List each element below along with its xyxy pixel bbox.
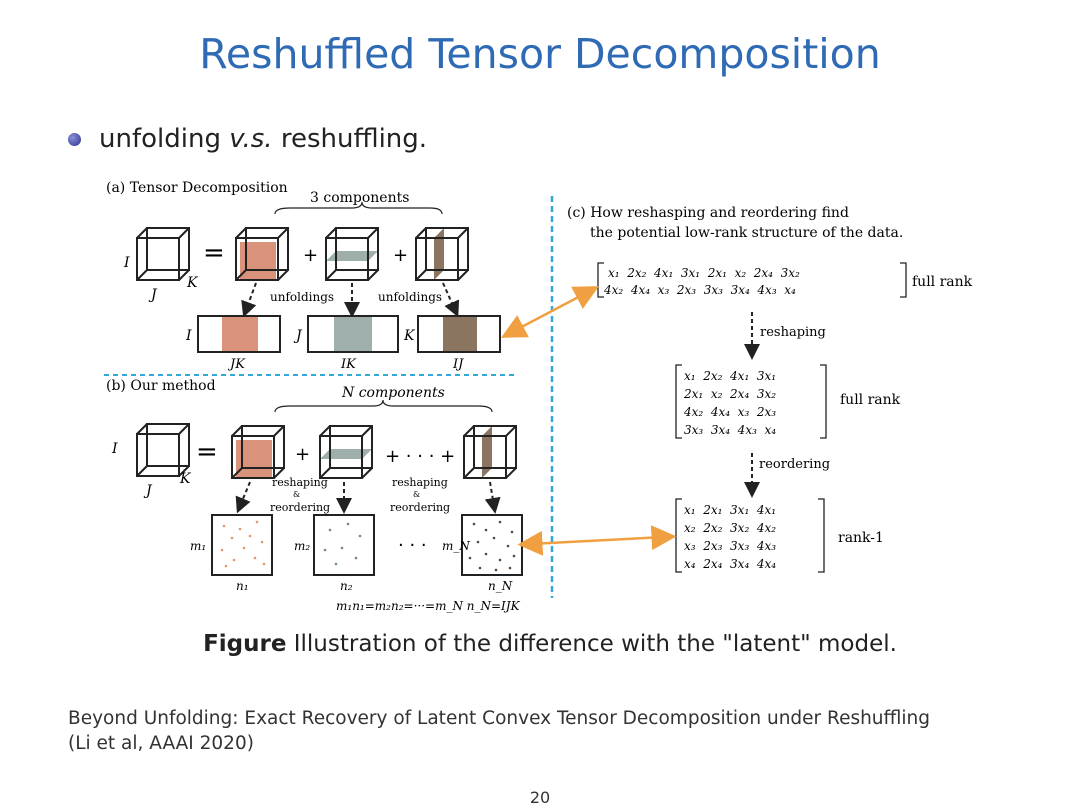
panel-b-components: N components <box>341 385 445 401</box>
bullet-text: unfolding v.s. reshuffling. <box>99 124 427 154</box>
figure-caption: Figure Illustration of the difference wi… <box>0 631 1080 657</box>
reordering-label-2: reordering <box>390 501 450 514</box>
matrix3-row2: x₂ 2x₂ 3x₂ 4x₂ <box>684 521 776 535</box>
matrix3-row3: x₃ 2x₃ 3x₃ 4x₃ <box>684 539 776 553</box>
matrix2-row3: 4x₂ 4x₄ x₃ 2x₃ <box>683 405 776 419</box>
equals-b: = <box>196 437 218 467</box>
reference-line2: (Li et al, AAAI 2020) <box>68 733 254 754</box>
size-equation: m₁n₁=m₂n₂=···=m_N n_N=IJK <box>336 599 521 613</box>
panel-c-label-line1: (c) How reshasping and reordering find <box>567 205 849 221</box>
reshaping-label-2: reshaping <box>392 476 448 489</box>
dots-b: · · · <box>398 535 427 556</box>
row-label-3: m_N <box>442 539 470 553</box>
row-label-2: m₂ <box>294 539 310 553</box>
col-label-2: n₂ <box>340 579 353 593</box>
tensor-cube-a <box>136 227 190 281</box>
slide-title: Reshuffled Tensor Decomposition <box>199 30 881 78</box>
panel-b-brace <box>274 399 493 413</box>
and-label-1: & <box>293 490 300 499</box>
reshaped-matrix-1 <box>211 514 273 576</box>
component-cube-b2 <box>319 425 373 479</box>
reshaping-label-1: reshaping <box>272 476 328 489</box>
unfolding-matrix-1 <box>197 315 281 353</box>
matrix3-row1: x₁ 2x₁ 3x₁ 4x₁ <box>684 503 776 517</box>
full-rank-label-1: full rank <box>912 274 973 290</box>
reshaped-matrix-3 <box>461 514 523 576</box>
unfolding-matrix-2 <box>307 315 399 353</box>
matrix2-row4: 3x₃ 3x₄ 4x₃ x₄ <box>684 423 776 437</box>
mat-side-2: J <box>293 328 303 344</box>
matrix-full-rank-1: x₁ 2x₂ 4x₁ 3x₁ 2x₁ x₂ 2x₄ 3x₂ 4x₂ 4x₄ x₃… <box>597 262 907 298</box>
page-number: 20 <box>529 788 551 807</box>
matrix1-row1: x₁ 2x₂ 4x₁ 3x₁ 2x₁ x₂ 2x₄ 3x₂ <box>608 266 800 280</box>
mat-label-2: IK <box>340 357 357 372</box>
matrix-full-rank-2: x₁ 2x₂ 4x₁ 3x₁ 2x₁ x₂ 2x₄ 3x₂ 4x₂ 4x₄ x₃… <box>675 364 827 439</box>
panel-a-label: (a) Tensor Decomposition <box>106 180 288 196</box>
reference-line1: Beyond Unfolding: Exact Recovery of Late… <box>68 708 931 729</box>
unfoldings-label-2: unfoldings <box>378 290 442 304</box>
mat-label-1: JK <box>227 357 246 372</box>
orange-arrow-top <box>500 286 600 338</box>
matrix2-row1: x₁ 2x₂ 4x₁ 3x₁ <box>684 369 776 383</box>
dim-k-b: K <box>179 471 192 487</box>
reordering-label-1: reordering <box>270 501 330 514</box>
panel-a-brace <box>274 201 443 215</box>
bullet-dot-icon <box>68 132 81 146</box>
unfoldings-label-1: unfoldings <box>270 290 334 304</box>
reordering-label-c: reordering <box>759 457 830 472</box>
dim-j-a: J <box>148 287 158 303</box>
component-cube-b3 <box>463 425 517 479</box>
caption-bold: Figure <box>203 631 287 657</box>
component-cube-a2 <box>325 227 379 281</box>
bullet-prefix: unfolding <box>99 124 230 154</box>
dim-j-b: J <box>143 483 153 499</box>
and-label-2: & <box>413 490 420 499</box>
caption-rest: Illustration of the difference with the … <box>286 631 897 657</box>
figure-diagram: (a) Tensor Decomposition 3 components I … <box>104 180 973 613</box>
matrix1-row2: 4x₂ 4x₄ x₃ 2x₃ 3x₃ 3x₄ 4x₃ x₄ <box>603 283 796 297</box>
bullet-italic: v.s. <box>229 124 273 154</box>
plus-b1: + <box>295 444 310 465</box>
component-cube-a1 <box>235 227 289 281</box>
component-cube-b1 <box>231 425 285 479</box>
plus-a1: + <box>303 245 318 266</box>
plus-dots-b: + · · · + <box>385 446 455 467</box>
mat-side-1: I <box>185 328 192 344</box>
reshaping-label-c: reshaping <box>760 325 826 340</box>
component-cube-a3 <box>415 227 469 281</box>
rank1-label: rank-1 <box>838 530 884 546</box>
plus-a2: + <box>393 245 408 266</box>
panel-b-label: (b) Our method <box>106 378 216 394</box>
unfolding-matrix-3 <box>417 315 501 353</box>
mat-side-3: K <box>403 328 416 344</box>
matrix-rank-1: x₁ 2x₁ 3x₁ 4x₁ x₂ 2x₂ 3x₂ 4x₂ x₃ 2x₃ 3x₃… <box>675 498 825 573</box>
dim-i-a: I <box>123 255 130 271</box>
bullet-item: unfolding v.s. reshuffling. <box>68 124 427 154</box>
dim-k-a: K <box>186 275 199 291</box>
row-label-1: m₁ <box>190 539 206 553</box>
equals-a: = <box>203 238 225 268</box>
col-label-1: n₁ <box>236 579 249 593</box>
tensor-cube-b <box>136 423 190 477</box>
orange-arrow-bottom <box>517 525 677 556</box>
bullet-suffix: reshuffling. <box>272 124 428 154</box>
dim-i-b: I <box>111 441 118 457</box>
reference: Beyond Unfolding: Exact Recovery of Late… <box>68 706 930 756</box>
reshaped-matrix-2 <box>313 514 375 576</box>
mat-label-3: IJ <box>452 357 464 372</box>
full-rank-label-2: full rank <box>840 392 901 408</box>
matrix3-row4: x₄ 2x₄ 3x₄ 4x₄ <box>684 557 776 571</box>
panel-c-label-line2: the potential low-rank structure of the … <box>590 225 903 241</box>
matrix2-row2: 2x₁ x₂ 2x₄ 3x₂ <box>683 387 776 401</box>
panel-a-components: 3 components <box>310 190 409 206</box>
col-label-3: n_N <box>488 579 513 593</box>
